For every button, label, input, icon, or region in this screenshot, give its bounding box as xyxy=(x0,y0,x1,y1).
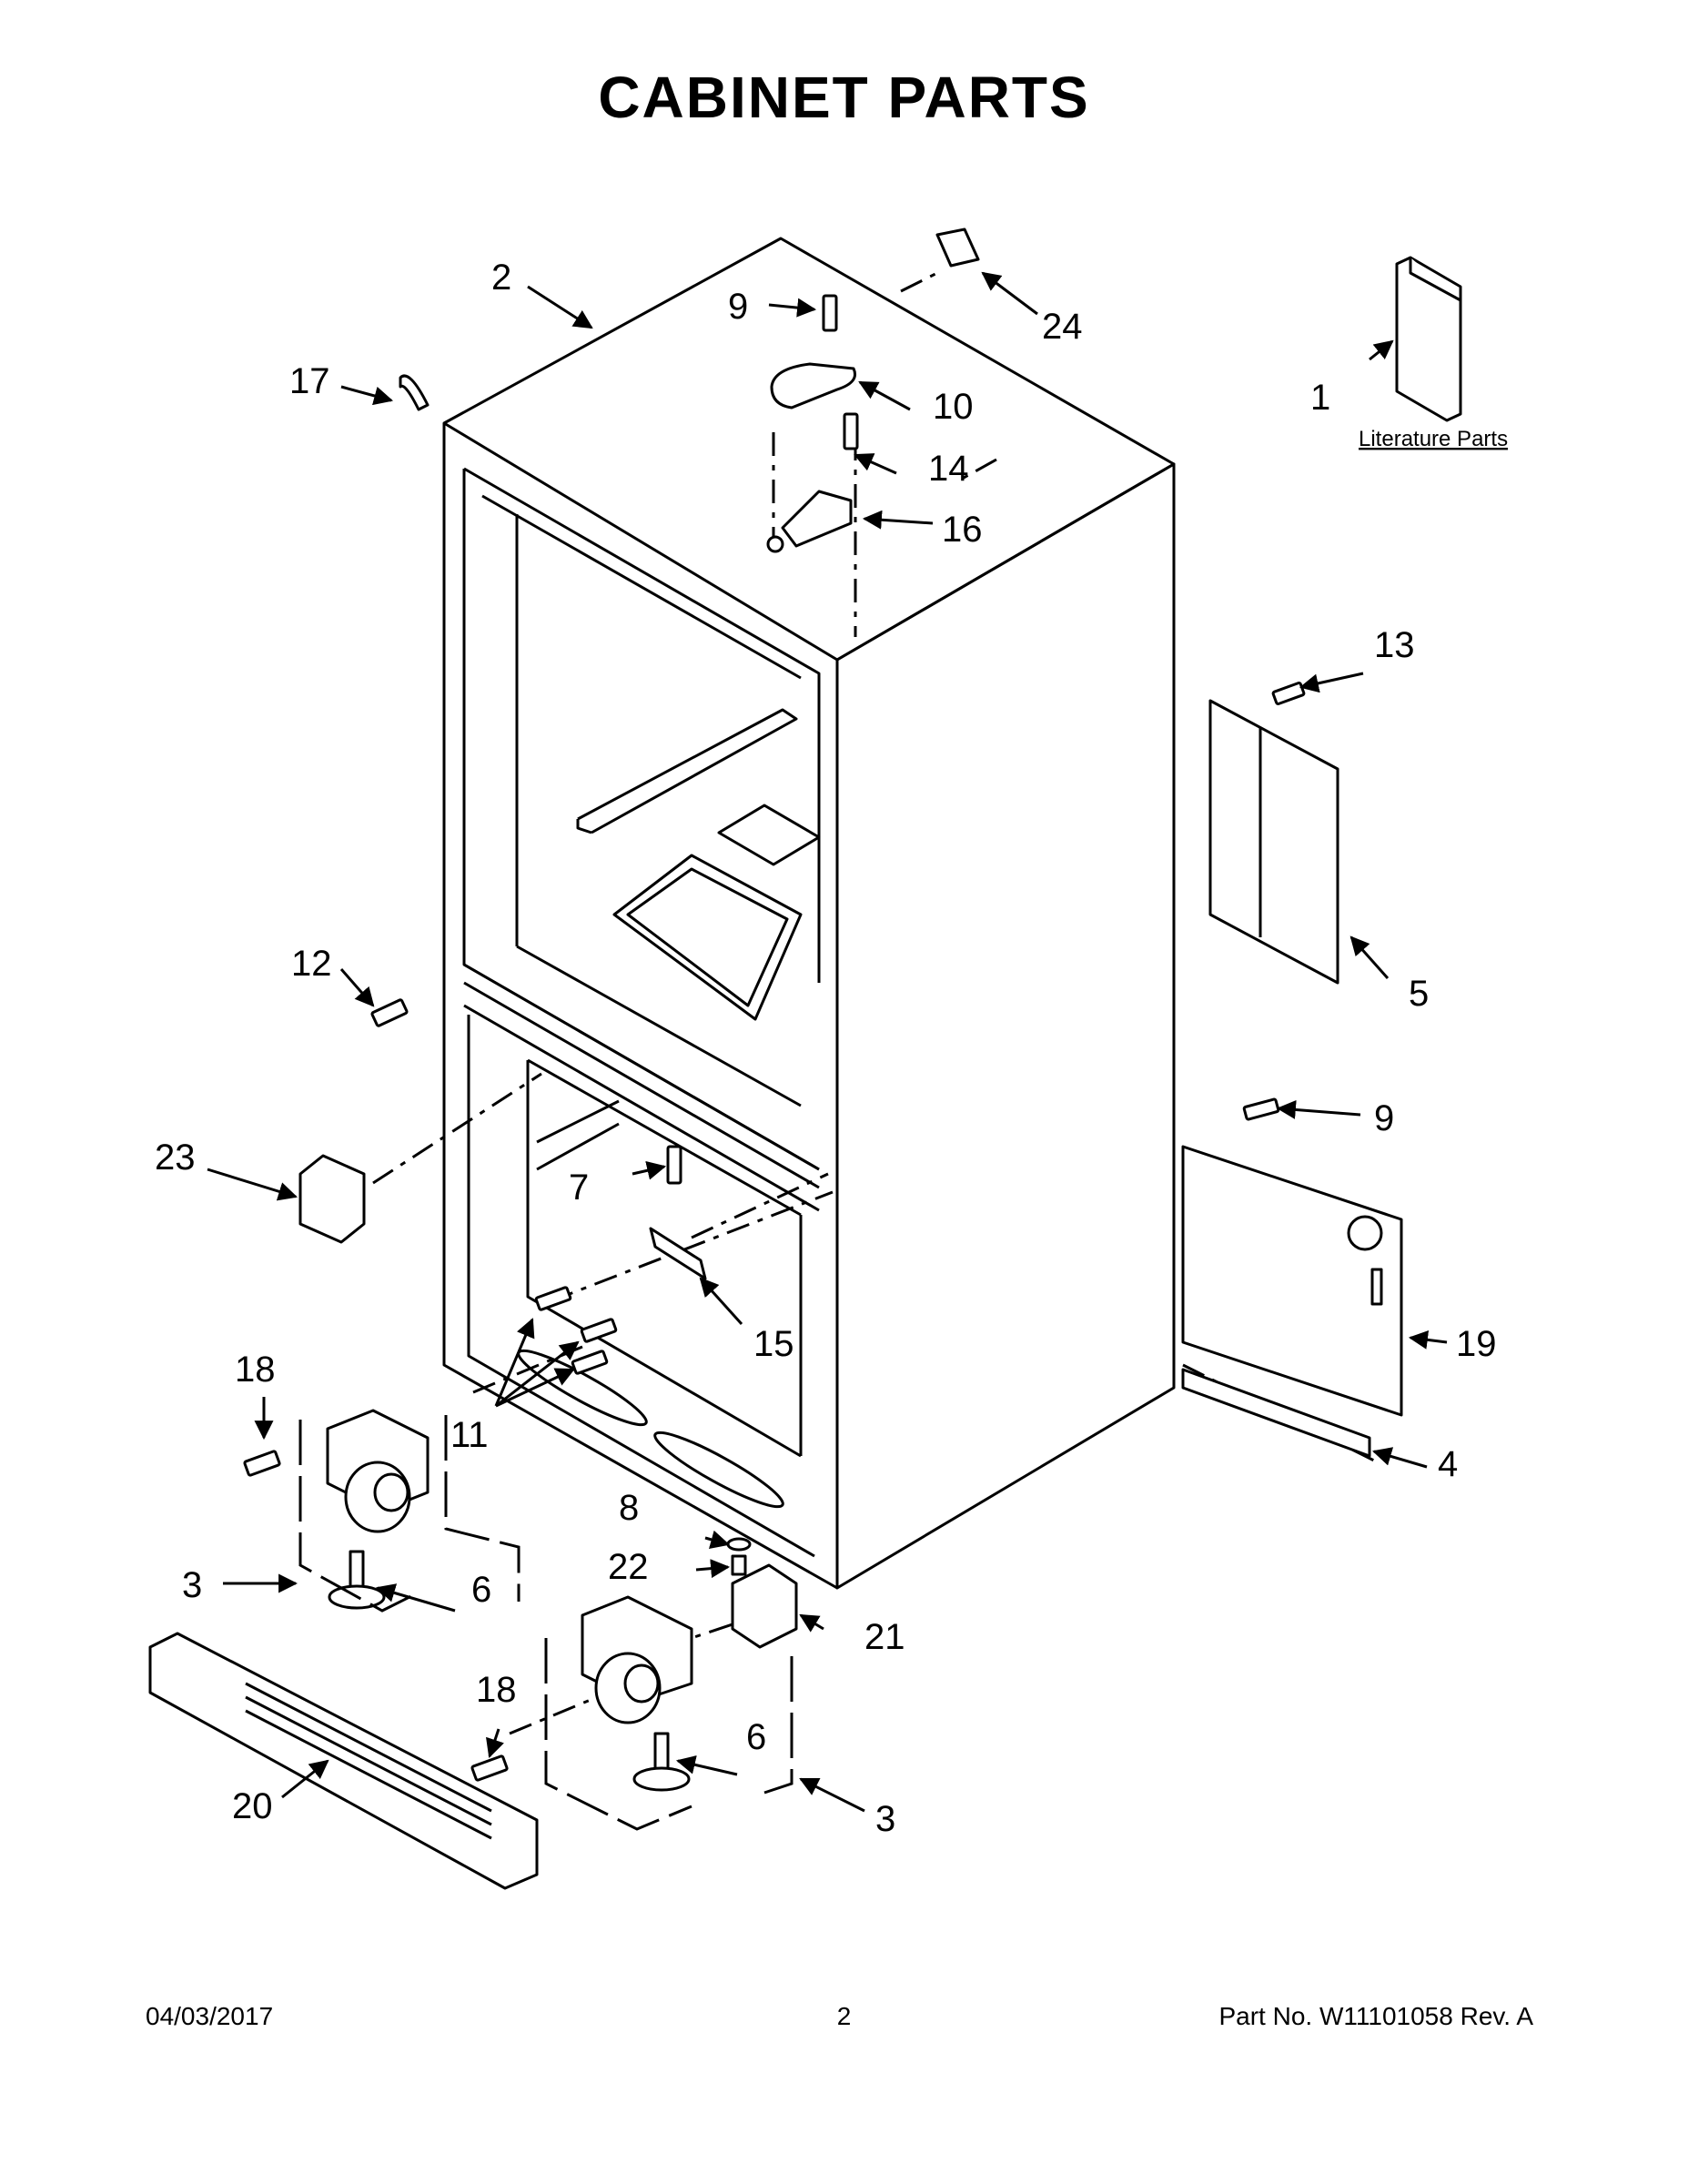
callout-18-right: 18 xyxy=(476,1670,517,1710)
callout-2: 2 xyxy=(491,258,511,298)
callout-18-left: 18 xyxy=(235,1350,276,1390)
footer-part-number: Part No. W11101058 Rev. A xyxy=(1218,2002,1533,2030)
callout-23: 23 xyxy=(155,1138,196,1178)
callout-4: 4 xyxy=(1438,1444,1458,1484)
callout-9-right: 9 xyxy=(1374,1098,1394,1138)
rear-panel xyxy=(1208,699,1339,985)
callout-7: 7 xyxy=(569,1168,589,1208)
cabinet-front xyxy=(442,423,838,1590)
callout-11: 11 xyxy=(450,1415,489,1455)
vent-plate xyxy=(717,804,821,866)
callout-21: 21 xyxy=(864,1617,905,1657)
callout-6-right: 6 xyxy=(746,1717,766,1757)
callout-20: 20 xyxy=(232,1786,273,1826)
cabinet-side xyxy=(835,462,1176,1590)
callout-6-left: 6 xyxy=(471,1570,491,1610)
callout-3-left: 3 xyxy=(182,1565,202,1605)
footer-page-number: 2 xyxy=(836,2002,852,2030)
clip xyxy=(399,374,430,411)
hinge-bracket xyxy=(781,490,853,548)
callout-15: 15 xyxy=(753,1324,794,1364)
leg-bracket xyxy=(731,1563,798,1649)
footer-date: 04/03/2017 xyxy=(146,2002,274,2030)
callout-16: 16 xyxy=(942,510,983,550)
callout-12: 12 xyxy=(291,944,332,984)
label-tag xyxy=(935,228,980,268)
callout-14: 14 xyxy=(928,449,969,489)
callout-8: 8 xyxy=(619,1488,639,1528)
callout-3-right: 3 xyxy=(875,1799,895,1839)
callout-10: 10 xyxy=(933,387,974,427)
hinge-cover xyxy=(770,362,856,410)
callout-24: 24 xyxy=(1042,307,1083,347)
callout-13: 13 xyxy=(1374,625,1415,665)
page-title: CABINET PARTS xyxy=(598,65,1090,130)
callout-9-top: 9 xyxy=(728,287,748,327)
callout-17: 17 xyxy=(289,361,330,401)
seal-strip xyxy=(1181,1368,1371,1458)
callout-1: 1 xyxy=(1310,378,1330,418)
callout-22: 22 xyxy=(608,1547,649,1587)
rear-grille xyxy=(1181,1145,1403,1417)
literature-parts-label: Literature Parts xyxy=(1359,427,1508,451)
mount-bracket xyxy=(298,1154,366,1244)
callout-5: 5 xyxy=(1409,974,1429,1014)
callout-19: 19 xyxy=(1456,1324,1497,1364)
